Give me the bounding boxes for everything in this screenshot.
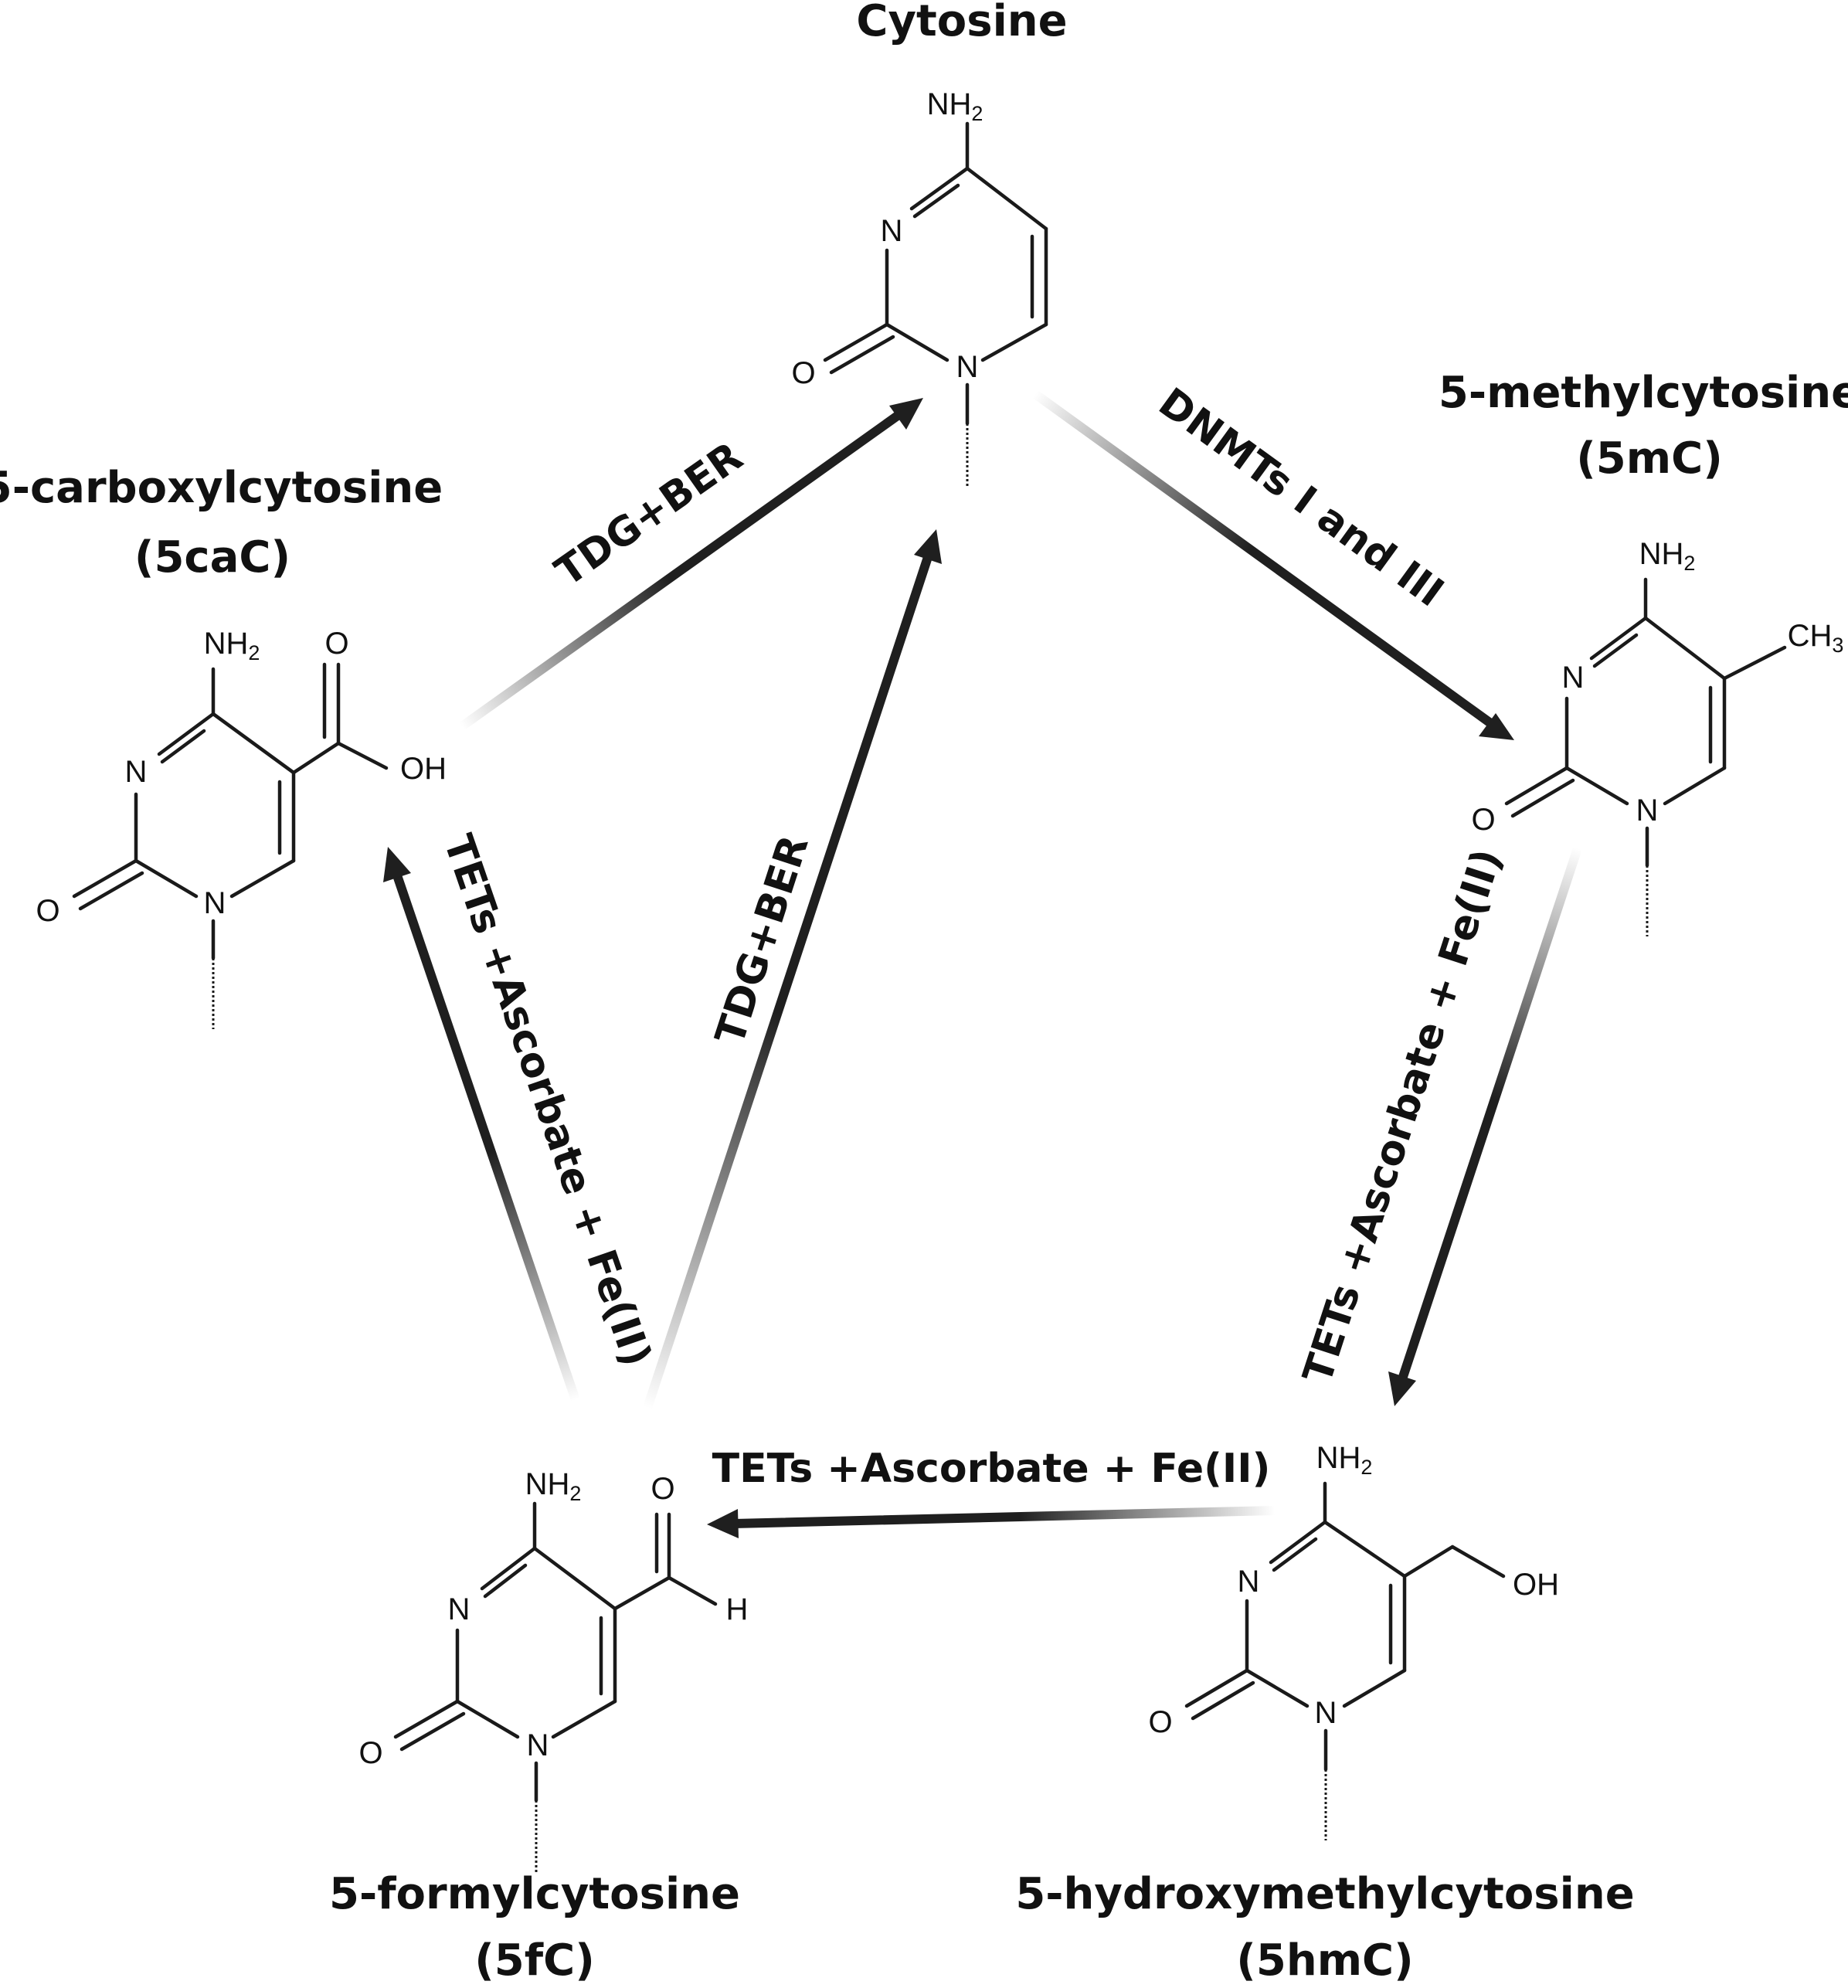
5mc-o2: O — [1471, 803, 1495, 837]
5fc-formyl-o: O — [651, 1472, 674, 1506]
cytosine-bonds — [823, 121, 1048, 488]
5fc-name: 5-formylcytosine — [329, 1869, 740, 1919]
5fc-formyl-h: H — [726, 1592, 749, 1626]
cytosine-n3: N — [881, 214, 903, 248]
cytosine-name: Cytosine — [856, 0, 1067, 46]
cytosine-n1: N — [956, 350, 979, 384]
edge-label-5fc-to-5cac: TETs +Ascorbate + Fe(II) — [434, 829, 660, 1372]
5hmc-oh: OH — [1513, 1568, 1559, 1602]
cytosine-o2: O — [791, 356, 815, 390]
edge-label-5cac-to-c: TDG+BER — [547, 433, 751, 596]
5mc-bonds — [1504, 577, 1787, 936]
5hmc-n1: N — [1315, 1696, 1337, 1730]
arrow-5fc-to-5cac — [383, 847, 580, 1405]
arrow-5fc-to-c — [643, 529, 942, 1412]
cytosine-nh2: NH2 — [927, 87, 983, 125]
5cac-carboxyl-oh: OH — [400, 752, 447, 786]
molecule-5mc: 5-methylcytosine (5mC) NH2 CH3 N N O — [1439, 368, 1848, 936]
molecule-cytosine: Cytosine NH2 N N O — [791, 0, 1068, 488]
molecule-5cac: 5-carboxylcytosine (5caC) NH2 O OH N N O — [0, 463, 447, 1029]
5mc-nh2: NH2 — [1639, 537, 1696, 575]
5cac-abbr: (5caC) — [134, 532, 290, 583]
5cac-n1: N — [204, 886, 226, 920]
5fc-o2: O — [358, 1736, 382, 1770]
5fc-abbr: (5fC) — [474, 1935, 595, 1986]
5fc-bonds — [393, 1501, 718, 1873]
edge-label-5hmc-to-5fc: TETs +Ascorbate + Fe(II) — [712, 1446, 1271, 1492]
5cac-n3: N — [125, 755, 148, 789]
5cac-o2: O — [36, 894, 59, 928]
molecule-5fc: 5-formylcytosine (5fC) NH2 O H N N O — [329, 1467, 748, 1986]
5cac-carboxyl-o: O — [324, 627, 348, 661]
5cac-bonds — [72, 662, 389, 1029]
5cac-nh2: NH2 — [204, 627, 260, 664]
5hmc-n3: N — [1238, 1565, 1260, 1599]
5fc-nh2: NH2 — [525, 1467, 582, 1505]
5fc-n1: N — [527, 1728, 549, 1762]
5hmc-nh2: NH2 — [1316, 1441, 1373, 1479]
5mc-n3: N — [1562, 661, 1585, 695]
arrow-5hmc-to-5fc — [707, 1506, 1279, 1538]
arrow-c-to-5mc — [1031, 389, 1514, 740]
5hmc-name: 5-hydroxymethylcytosine — [1015, 1869, 1634, 1919]
5hmc-bonds — [1184, 1481, 1506, 1840]
edge-label-5mc-to-5hmc: TETs +Ascorbate + Fe(II) — [1295, 844, 1511, 1389]
5hmc-abbr: (5hmC) — [1236, 1935, 1413, 1986]
5mc-n1: N — [1636, 794, 1659, 827]
molecule-5hmc: 5-hydroxymethylcytosine (5hmC) NH2 OH N … — [1015, 1441, 1634, 1986]
5mc-ch3: CH3 — [1788, 619, 1844, 657]
5mc-abbr: (5mC) — [1576, 433, 1723, 484]
5cac-name: 5-carboxylcytosine — [0, 463, 443, 513]
5fc-n3: N — [448, 1592, 470, 1626]
5hmc-o2: O — [1148, 1705, 1172, 1739]
arrow-5cac-to-c — [457, 398, 923, 731]
arrow-5mc-to-5hmc — [1388, 844, 1582, 1406]
5mc-name: 5-methylcytosine — [1439, 368, 1848, 418]
